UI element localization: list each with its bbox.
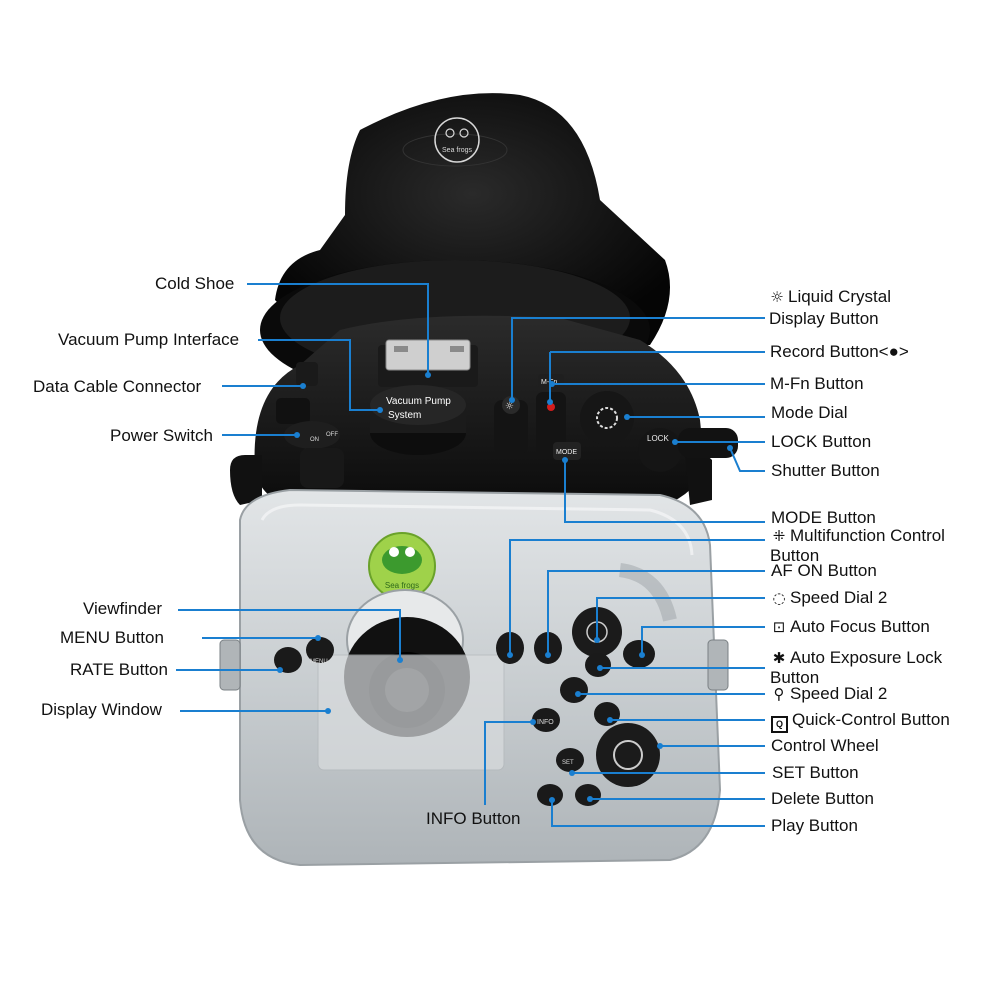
label-mfn-button: M-Fn Button: [770, 374, 864, 393]
lcd-glyph: ☼: [505, 401, 514, 412]
label-speed-dial-2-top-text: Speed Dial 2: [790, 588, 888, 607]
off-text: OFF: [326, 432, 338, 438]
label-lcd-button-line1: ☼Liquid Crystal: [768, 287, 891, 307]
label-speed-dial-2-bottom-text: Speed Dial 2: [790, 684, 888, 703]
label-display-window: Display Window: [41, 700, 162, 719]
pump-text-1: Vacuum Pump: [386, 396, 451, 407]
label-viewfinder: Viewfinder: [83, 599, 163, 618]
dial-ring-icon: ◌: [772, 589, 786, 607]
sea-frogs-sticker: Sea frogs: [368, 532, 436, 600]
label-mode-button: MODE Button: [771, 508, 876, 527]
sea-frogs-logo-top: Sea frogs: [434, 117, 480, 163]
label-cold-shoe: Cold Shoe: [155, 274, 235, 293]
label-speed-dial-2-bottom: ⚲ Speed Dial 2: [770, 684, 888, 704]
label-rate-button: RATE Button: [70, 660, 168, 679]
pump-text-2: System: [388, 410, 421, 421]
cold-shoe: [378, 339, 478, 387]
info-glyph: INFO: [537, 719, 554, 726]
label-speed-dial-2-top: ◌Speed Dial 2: [770, 588, 887, 608]
label-record-button: Record Button<●>: [770, 342, 909, 361]
label-lock-button: LOCK Button: [771, 432, 872, 451]
brand-text-top: Sea frogs: [442, 147, 472, 154]
label-multifunction-control: ⁜Multifunction Control Button: [770, 526, 980, 565]
label-data-cable-connector: Data Cable Connector: [33, 377, 202, 396]
label-power-switch: Power Switch: [110, 426, 213, 445]
label-quick-control-text: Quick-Control Button: [792, 710, 950, 729]
menu-glyph: MENU: [310, 659, 328, 665]
set-glyph: SET: [562, 760, 574, 766]
label-multifunction-text: Multifunction Control Button: [770, 526, 945, 565]
label-auto-focus-text: Auto Focus Button: [790, 617, 930, 636]
multi-controller-icon: ⁜: [772, 527, 786, 545]
lock-glyph: LOCK: [647, 434, 669, 443]
label-lcd-button-line2: Display Button: [769, 309, 879, 328]
label-mode-dial: Mode Dial: [771, 403, 848, 422]
label-info-button: INFO Button: [426, 809, 521, 828]
display-window-panel: [317, 654, 505, 771]
label-af-on-button: AF ON Button: [771, 561, 877, 580]
label-auto-focus-button: ⊡Auto Focus Button: [770, 617, 930, 637]
sun-icon: ☼: [770, 288, 784, 306]
magnify-icon: ⚲: [773, 685, 785, 703]
label-lcd-line1-text: Liquid Crystal: [788, 287, 891, 306]
q-box-icon: Q: [771, 716, 788, 733]
mfn-glyph: M-Fn: [541, 379, 557, 386]
vacuum-pump-cap: Vacuum Pump System: [370, 385, 466, 455]
on-text: ON: [310, 437, 319, 443]
mode-glyph: MODE: [556, 449, 577, 456]
label-menu-button: MENU Button: [60, 628, 164, 647]
label-ae-lock-text: Auto Exposure Lock Button: [770, 648, 943, 687]
label-delete-button: Delete Button: [771, 789, 875, 808]
label-play-button: Play Button: [771, 816, 858, 835]
label-ae-lock-button: ✱Auto Exposure Lock Button: [770, 648, 980, 687]
label-control-wheel: Control Wheel: [771, 736, 879, 755]
af-frame-icon: ⊡: [772, 618, 786, 636]
brand-text-sticker: Sea frogs: [385, 581, 419, 590]
label-set-button: SET Button: [772, 763, 859, 782]
asterisk-icon: ✱: [772, 649, 786, 667]
label-shutter-button: Shutter Button: [771, 461, 880, 480]
label-vacuum-pump-interface: Vacuum Pump Interface: [58, 330, 240, 349]
